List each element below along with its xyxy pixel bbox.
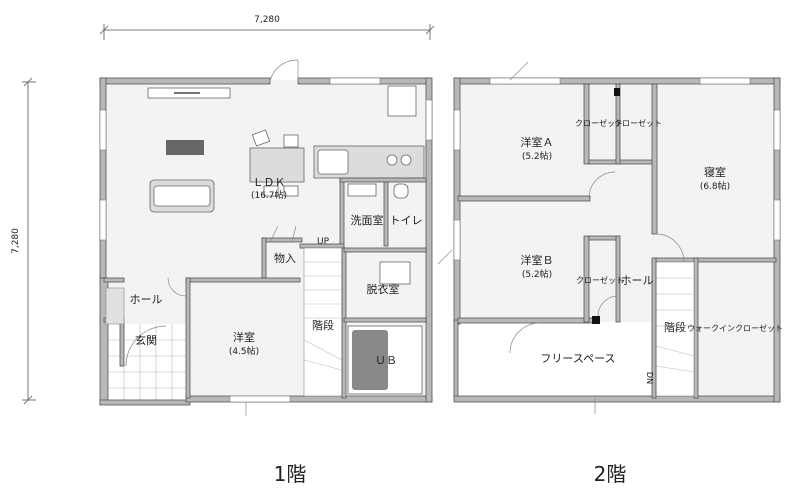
- floor2-free-space-label: フリースペース: [540, 352, 615, 365]
- floor2-closet-bed-label: クローゼット: [614, 118, 662, 128]
- floor2-room-a-size: (5.2帖): [522, 150, 552, 162]
- floor2-stairs-label: 階段: [664, 320, 686, 334]
- floor-2-plan: [437, 61, 781, 414]
- floor2-closet-b-label: クローゼット: [576, 275, 624, 285]
- floor1-dressing-label: 脱衣室: [367, 282, 400, 296]
- dimension-top: 7,280: [99, 15, 435, 40]
- floor1-stair-up-label: UP: [317, 237, 330, 247]
- floor2-bedroom-size: (6.8帖): [700, 180, 730, 192]
- floor2-bedroom-name: 寝室: [704, 165, 726, 179]
- floor1-entrance-label: 玄関: [135, 333, 157, 347]
- floor2-stair-down-label: DN: [645, 372, 654, 384]
- dimension-left: 7,280: [11, 77, 36, 405]
- floor2-walkin-label: ウォークインクローゼット: [687, 323, 783, 333]
- floor2-room-b-size: (5.2帖): [522, 268, 552, 280]
- floor1-caption: 1階: [274, 462, 307, 486]
- floor1-toilet-label: トイレ: [390, 214, 423, 227]
- floor2-caption: 2階: [594, 462, 627, 486]
- floor1-stairs-label: 階段: [312, 318, 334, 332]
- floor1-ldk-size: (16.7帖): [251, 189, 287, 201]
- floor1-washroom-label: 洗面室: [351, 213, 384, 227]
- floor-1-plan: [99, 59, 433, 416]
- floor1-western-size: (4.5帖): [229, 345, 259, 357]
- floor2-hall-label: ホール: [621, 274, 654, 287]
- floor2-room-b-name: 洋室Ｂ: [521, 253, 554, 267]
- floor1-hall-label: ホール: [130, 293, 163, 306]
- floor1-bath-label: ＵＢ: [375, 354, 397, 367]
- floor1-western-name: 洋室: [233, 330, 255, 344]
- dimension-top-label: 7,280: [254, 15, 280, 25]
- floor2-room-a-name: 洋室Ａ: [521, 135, 554, 149]
- dimension-left-label: 7,280: [11, 228, 21, 254]
- floor2-closet-a-label: クローゼット: [575, 118, 623, 128]
- floor1-ldk-name: ＬＤＫ: [253, 176, 286, 189]
- floor1-storage-label: 物入: [274, 251, 296, 265]
